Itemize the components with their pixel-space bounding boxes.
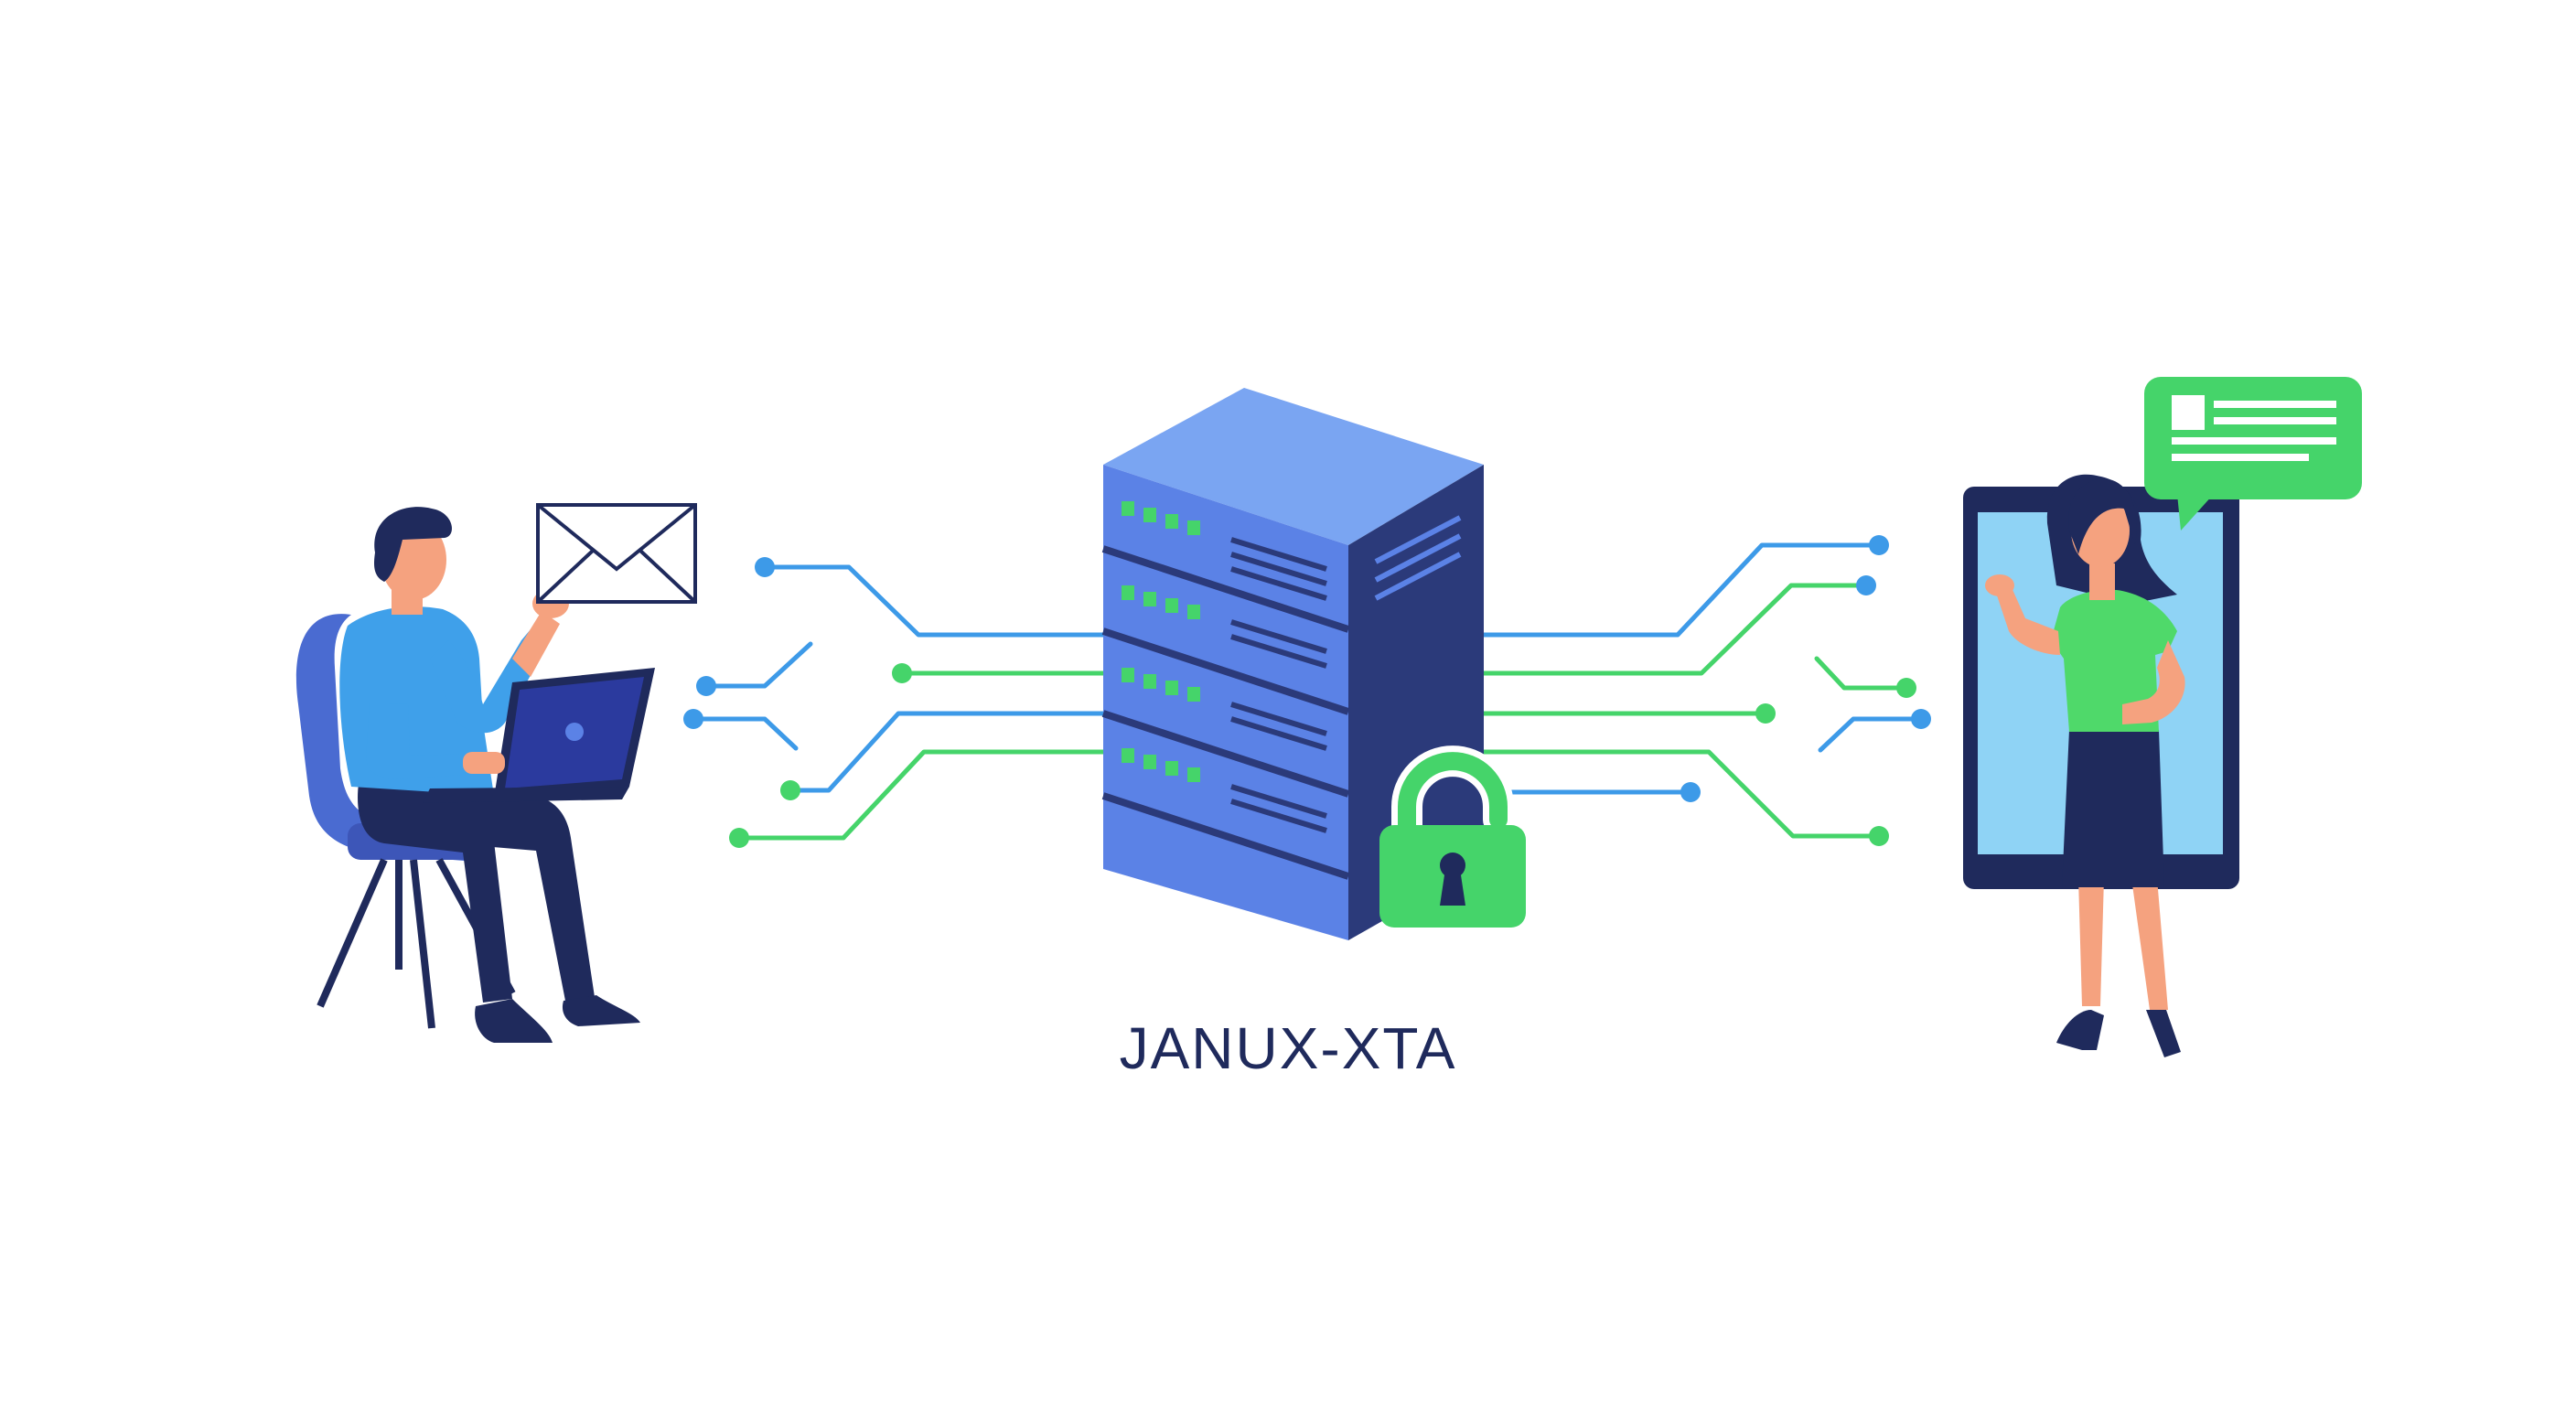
server-rack-icon [1101, 388, 1484, 940]
server-top-face [1103, 388, 1484, 545]
node-dot [1869, 535, 1889, 555]
chat-bubble-icon [2144, 377, 2362, 531]
node-dot [1856, 575, 1876, 595]
node-dot [780, 780, 800, 800]
right-connection-nodes [1680, 535, 1931, 846]
server-side-face [1348, 465, 1484, 940]
node-dot [1869, 826, 1889, 846]
woman-hair [2068, 478, 2137, 554]
node-dot [696, 676, 716, 696]
connection-line [1814, 656, 1909, 691]
laptop-icon [423, 668, 655, 803]
node-dot [729, 828, 749, 848]
side-vents [1374, 515, 1462, 601]
connection-line [1479, 542, 1882, 638]
connection-line [1479, 749, 1882, 839]
left-connection-lines [691, 564, 1110, 841]
right-connection-lines [1479, 542, 1924, 839]
node-dot [1680, 782, 1701, 802]
diagram-caption: JANUX-XTA [1120, 1015, 1457, 1081]
connection-line [1479, 583, 1869, 676]
connection-line [691, 716, 799, 751]
front-vents [1230, 537, 1327, 833]
node-dot [683, 709, 703, 729]
connection-line [788, 711, 1110, 793]
node-dot [1896, 678, 1916, 698]
connection-line [736, 749, 1110, 841]
status-leds [1122, 501, 1200, 782]
rack-units [1101, 545, 1350, 880]
node-dot [1911, 709, 1931, 729]
padlock-icon [1379, 745, 1526, 928]
node-dot [755, 557, 775, 577]
node-dot [892, 663, 912, 683]
envelope-icon [536, 503, 697, 604]
connection-line [762, 564, 1110, 638]
left-connection-nodes [683, 557, 912, 848]
woman-presenter [1985, 474, 2185, 1057]
man-hair [374, 507, 453, 582]
node-dot [1755, 703, 1776, 724]
connection-line [703, 641, 813, 689]
connection-line [1818, 716, 1924, 753]
